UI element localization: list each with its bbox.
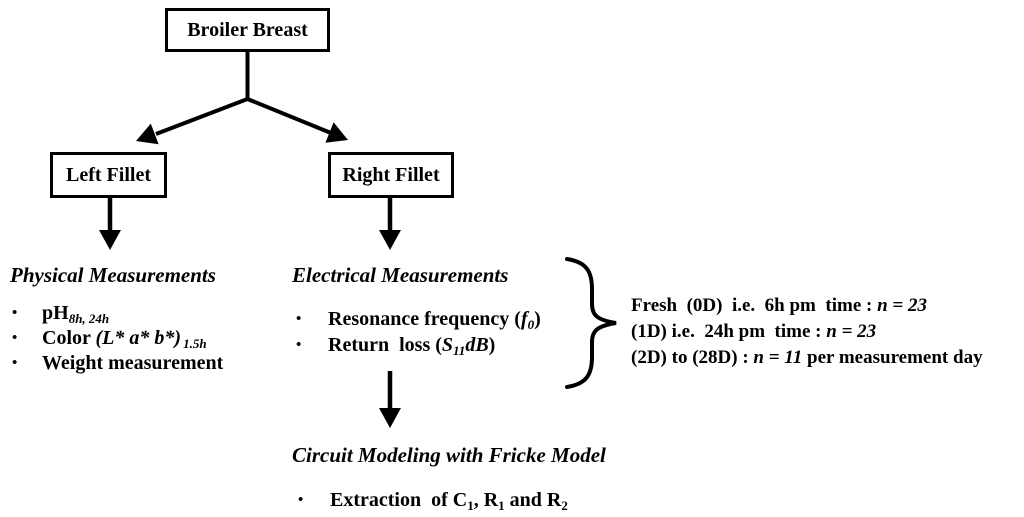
- node-right-fillet: Right Fillet: [328, 152, 454, 198]
- list-item-extraction: • Extraction of C1, R1 and R2: [298, 487, 568, 513]
- node-broiler-breast: Broiler Breast: [165, 8, 330, 52]
- node-left-fillet-label: Left Fillet: [66, 163, 151, 186]
- bullet-icon: •: [296, 311, 302, 327]
- electrical-measurements-list: • Resonance frequency (f0) • Return loss…: [296, 306, 541, 358]
- weight-text: Weight measurement: [42, 352, 224, 374]
- node-left-fillet: Left Fillet: [50, 152, 167, 198]
- curly-brace: [565, 257, 617, 389]
- physical-measurements-list: • pH8h, 24h • Color (L* a* b*)1.5h • Wei…: [12, 301, 223, 376]
- color-text: Color (L* a* b*)1.5h: [42, 327, 207, 351]
- circuit-modeling-list: • Extraction of C1, R1 and R2: [298, 487, 568, 513]
- arrow-to-right-fillet-line: [246, 97, 332, 135]
- bullet-icon: •: [12, 305, 18, 321]
- node-right-fillet-label: Right Fillet: [342, 163, 440, 186]
- list-item-resonance: • Resonance frequency (f0): [296, 306, 541, 332]
- sampling-line-fresh: Fresh (0D) i.e. 6h pm time : n = 23: [631, 295, 927, 316]
- arrow-to-left-fillet-head: [136, 123, 159, 145]
- node-broiler-breast-label: Broiler Breast: [187, 18, 308, 41]
- arrow-to-circuit-head: [379, 408, 401, 428]
- return-loss-text: Return loss (S11dB): [328, 334, 496, 358]
- physical-measurements-heading: Physical Measurements: [10, 263, 216, 287]
- bullet-icon: •: [296, 337, 302, 353]
- sampling-annotation: Fresh (0D) i.e. 6h pm time : n = 23 (1D)…: [631, 293, 983, 371]
- bullet-icon: •: [298, 492, 304, 508]
- list-item-color: • Color (L* a* b*)1.5h: [12, 326, 223, 351]
- sampling-line-1d: (1D) i.e. 24h pm time : n = 23: [631, 321, 877, 342]
- arrow-to-left-fillet-line: [155, 97, 249, 136]
- electrical-measurements-heading: Electrical Measurements: [292, 263, 509, 287]
- list-item-return-loss: • Return loss (S11dB): [296, 332, 541, 358]
- arrow-right-fillet-down-head: [379, 230, 401, 250]
- arrow-left-fillet-down-head: [99, 230, 121, 250]
- bullet-icon: •: [12, 355, 18, 371]
- list-item-weight: • Weight measurement: [12, 351, 223, 376]
- list-item-ph: • pH8h, 24h: [12, 301, 223, 326]
- arrow-to-right-fillet-head: [325, 122, 348, 143]
- circuit-modeling-heading: Circuit Modeling with Fricke Model: [292, 443, 606, 467]
- extraction-text: Extraction of C1, R1 and R2: [330, 489, 568, 513]
- resonance-text: Resonance frequency (f0): [328, 308, 541, 332]
- bullet-icon: •: [12, 330, 18, 346]
- sampling-line-2d-28d: (2D) to (28D) : n = 11 per measurement d…: [631, 347, 983, 368]
- ph-text: pH8h, 24h: [42, 302, 110, 326]
